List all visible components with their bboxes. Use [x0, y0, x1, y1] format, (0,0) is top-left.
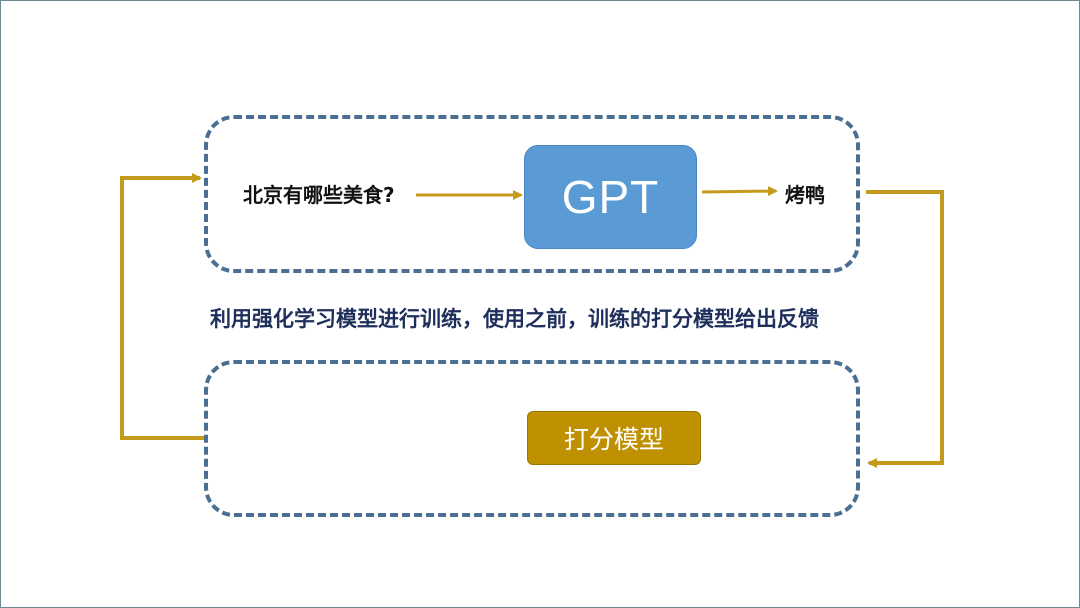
caption-text: 利用强化学习模型进行训练，使用之前，训练的打分模型给出反馈 — [210, 307, 819, 331]
generation-group-box — [204, 115, 860, 273]
reward-model-label: 打分模型 — [563, 425, 664, 454]
gpt-model-box: GPT — [524, 145, 697, 249]
gpt-model-label: GPT — [561, 171, 660, 223]
answer-text: 烤鸭 — [785, 183, 825, 207]
arrow-reward-to-question — [120, 173, 204, 440]
arrow-gpt-to-answer — [701, 186, 778, 197]
reward-group-box — [204, 360, 860, 517]
reward-model-box: 打分模型 — [527, 411, 701, 465]
arrow-answer-to-reward-model — [866, 190, 944, 468]
question-text: 北京有哪些美食? — [243, 183, 395, 207]
